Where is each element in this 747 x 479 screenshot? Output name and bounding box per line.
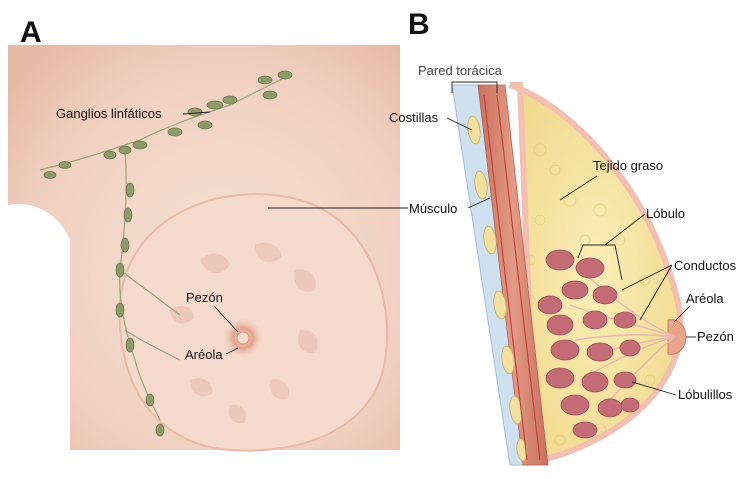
label-ribs: Costillas [389,110,439,125]
panel-a-letter: A [20,16,42,49]
label-chest-wall: Pared torácica [418,63,503,78]
panel-a: A Ganglios linfáticos Pezón Aréola [8,16,408,451]
label-nipple-a: Pezón [186,290,223,305]
label-areola-b: Aréola [686,291,724,306]
label-ducts: Conductos [674,258,737,273]
armpit-shadow [8,204,70,450]
label-areola-a: Aréola [185,347,223,362]
label-lobe: Lóbulo [646,206,685,221]
label-lobules: Lóbulillos [678,387,733,402]
nipple-shape [237,332,249,344]
label-lymph-nodes: Ganglios linfáticos [56,106,162,121]
label-fatty-tissue: Tejido graso [593,158,663,173]
panel-b: B Pared torácica Costillas Músculo Tejid… [389,8,737,465]
label-nipple-b: Pezón [697,329,734,344]
panel-b-letter: B [408,8,430,41]
label-muscle: Músculo [409,201,457,216]
